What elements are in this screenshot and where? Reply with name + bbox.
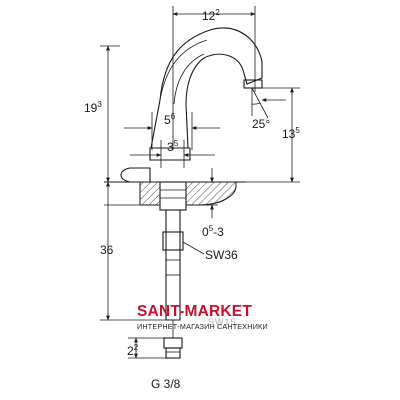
angle-label: 25° bbox=[252, 117, 270, 131]
connector-length-label: 22 bbox=[127, 343, 139, 358]
hose-marking-label: SW15 bbox=[208, 317, 237, 327]
spout-reach-label: 122 bbox=[202, 8, 220, 23]
base-outer-label: 56 bbox=[164, 112, 176, 127]
watermark-brand: SANT-MARKET bbox=[137, 303, 252, 320]
total-height-label: 193 bbox=[84, 100, 102, 115]
faucet-body bbox=[149, 27, 263, 161]
dimension-total-height: 193 bbox=[84, 45, 120, 183]
dimension-angle: 25° bbox=[251, 87, 286, 131]
supply-hose bbox=[162, 210, 184, 359]
base-inner-label: 35 bbox=[167, 139, 179, 154]
wrench-size-label: SW36 bbox=[205, 248, 238, 262]
dimension-connector-length: 22 bbox=[127, 337, 166, 359]
watermark-tagline: ИНТЕРНЕТ-МАГАЗИН САНТЕХНИКИ bbox=[137, 322, 268, 331]
dimension-tail-length: 36 bbox=[100, 181, 166, 321]
dimension-spout-reach: 122 bbox=[172, 6, 256, 150]
dimension-spout-height: 135 bbox=[240, 87, 300, 183]
countertop-section bbox=[104, 167, 246, 211]
counter-range-label: 05-3 bbox=[202, 224, 224, 239]
dimension-base-outer: 56 bbox=[124, 112, 220, 150]
dimension-counter-range: 05-3 bbox=[200, 168, 224, 239]
wrench-size-callout: SW36 bbox=[182, 241, 238, 262]
spout-height-label: 135 bbox=[282, 126, 300, 141]
tail-length-label: 36 bbox=[100, 243, 114, 257]
dimension-base-inner: 35 bbox=[130, 139, 215, 168]
thread-label: G 3/8 bbox=[151, 377, 181, 391]
